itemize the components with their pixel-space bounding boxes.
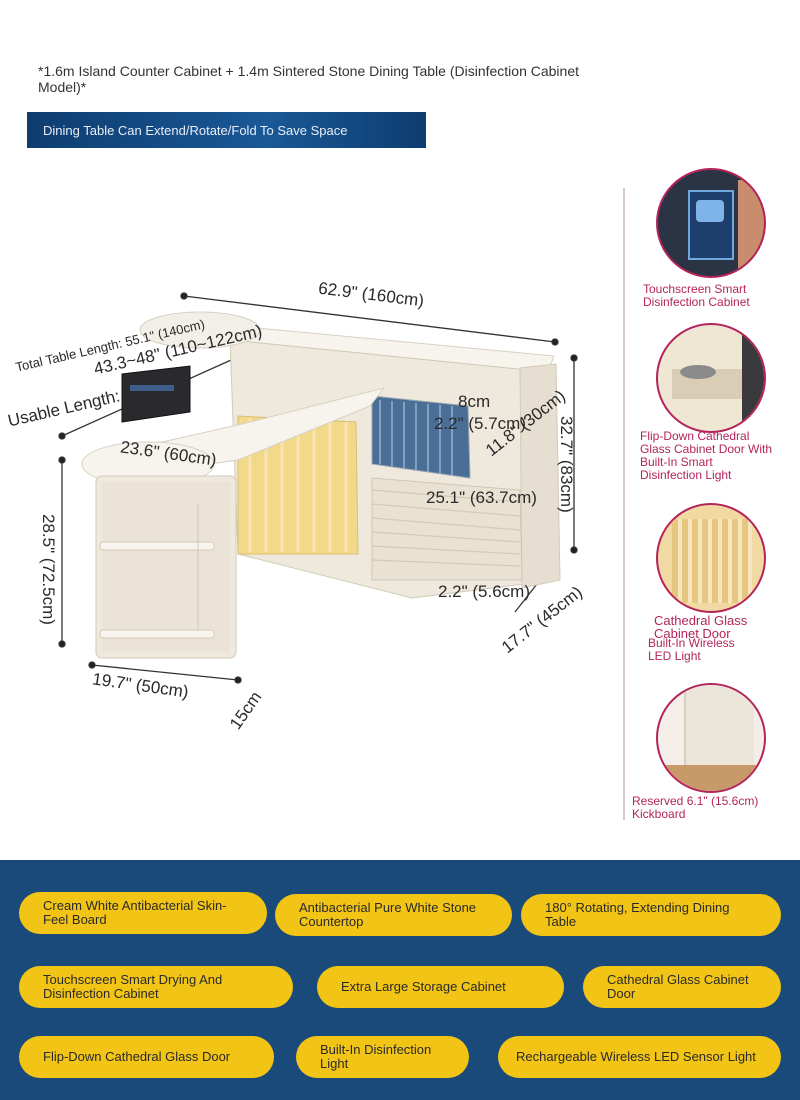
pill-cathedral-door: Cathedral Glass Cabinet Door (583, 966, 781, 1008)
feature-label-1: Touchscreen Smart Disinfection Cabinet (643, 282, 750, 309)
feature-label-3a: Cathedral Glass Cabinet Door (654, 613, 748, 641)
feature-label-2: Flip-Down Cathedral Glass Cabinet Door W… (640, 429, 773, 482)
pill-rotating-table: 180° Rotating, Extending Dining Table (521, 894, 781, 936)
glass-door (371, 395, 471, 479)
cabinet-illustration (58, 292, 578, 684)
pill-touchscreen-cabinet: Touchscreen Smart Drying And Disinfectio… (19, 966, 293, 1008)
features-panel: Cream White Antibacterial Skin-Feel Boar… (0, 860, 800, 1100)
feature-label-4: Reserved 6.1" (15.6cm) Kickboard (632, 794, 759, 821)
feature-banner: Dining Table Can Extend/Rotate/Fold To S… (27, 112, 426, 148)
pill-disinfection-light: Built-In Disinfection Light (296, 1036, 469, 1078)
dim-height: 32.7" (83cm) (557, 416, 576, 513)
disinfection-cabinet (121, 365, 191, 423)
pill-storage-cabinet: Extra Large Storage Cabinet (317, 966, 564, 1008)
dim-table-height: 28.5" (72.5cm) (39, 514, 58, 625)
pill-led-sensor-light: Rechargeable Wireless LED Sensor Light (498, 1036, 781, 1078)
pill-stone-countertop: Antibacterial Pure White Stone Counterto… (275, 894, 512, 936)
dim-drawer-width: 25.1" (63.7cm) (426, 488, 537, 507)
pill-flip-door: Flip-Down Cathedral Glass Door (19, 1036, 274, 1078)
page-title: *1.6m Island Counter Cabinet + 1.4m Sint… (38, 63, 579, 95)
dim-depth-8cm: 8cm (458, 392, 491, 411)
product-diagram: 62.9" (160cm) Total Table Length: 55.1" … (0, 160, 620, 740)
feature-image-2 (656, 323, 766, 433)
feature-image-1 (656, 168, 766, 278)
dim-gap-top: 2.2" (5.7cm) (434, 414, 527, 433)
feature-image-4 (656, 683, 766, 793)
pill-cream-board: Cream White Antibacterial Skin-Feel Boar… (19, 892, 267, 934)
divider (623, 188, 625, 820)
dim-gap-bottom: 2.2" (5.6cm) (438, 582, 531, 601)
feature-image-3 (656, 503, 766, 613)
banner-text: Dining Table Can Extend/Rotate/Fold To S… (43, 123, 348, 138)
feature-label-3b: Built-In Wireless LED Light (648, 636, 735, 663)
